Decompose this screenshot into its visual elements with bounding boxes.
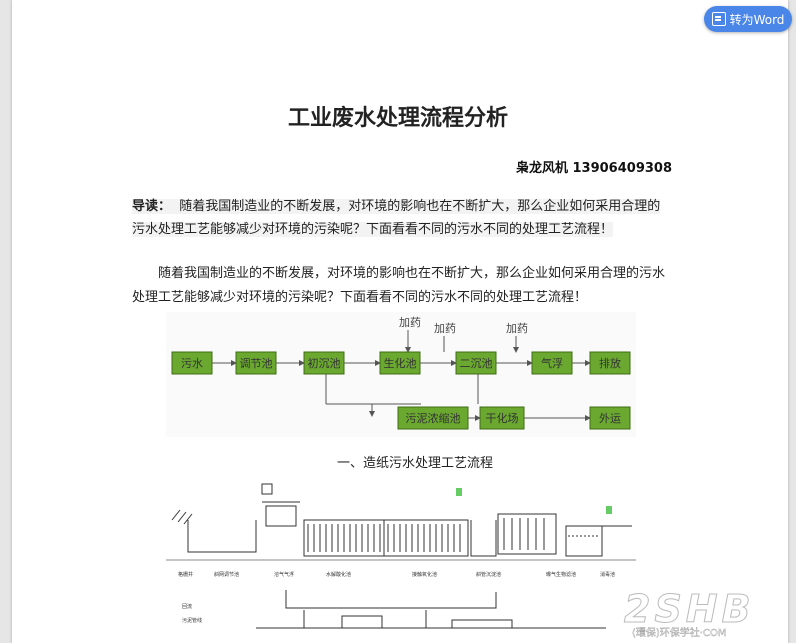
body-paragraph: 随着我国制造业的不断发展，对环境的影响也在不断扩大，那么企业如何采用合理的污水处… xyxy=(132,266,666,305)
additive-group-3: 加药 xyxy=(506,322,528,353)
flow-step-label: 气浮 xyxy=(541,356,563,370)
additive-group-2: 加药 xyxy=(434,322,456,352)
diagram-label: 曝气生物滤池 xyxy=(546,571,576,578)
additive-label: 加药 xyxy=(506,322,528,335)
flow-step-label: 生化池 xyxy=(384,356,417,370)
sludge-step-box xyxy=(589,406,631,430)
watermark-logo: 2SHB xyxy=(624,587,755,631)
convert-to-word-label: 转为Word xyxy=(729,12,785,27)
convert-to-word-button[interactable]: 转为Word xyxy=(704,6,792,32)
flow-step-label: 污水 xyxy=(181,357,203,370)
additive-label: 加药 xyxy=(399,316,421,329)
flow-step-label: 二沉池 xyxy=(460,357,493,370)
flow-step-label: 调节池 xyxy=(240,357,273,370)
flow-step-label: 排放 xyxy=(599,356,621,370)
flow-step-label: 初沉池 xyxy=(308,356,341,370)
figure1-caption: 一、造纸污水处理工艺流程 xyxy=(336,456,493,471)
diagram-label: 溶气气浮 xyxy=(274,571,294,578)
diagram-label: 接触氧化池 xyxy=(412,571,437,578)
sludge-step-label: 干化场 xyxy=(486,411,519,425)
diagram-label: 水解酸化池 xyxy=(326,571,351,578)
sludge-step-label: 外运 xyxy=(599,412,621,425)
intro-text: 随着我国制造业的不断发展，对环境的影响也在不断扩大，那么企业如何采用合理的污水处… xyxy=(132,199,661,237)
additive-group-1: 加药 xyxy=(399,316,421,353)
diagram-label: 回流 xyxy=(182,603,192,610)
papermaking-process-diagram: 格栅井 斜网调节池 溶气气浮 水解酸化池 接触氧化池 斜管沉淀池 曝气生物滤池 消毒池回流污泥… xyxy=(166,483,636,629)
flow-step-box xyxy=(589,351,631,375)
diagram-label: 消毒池 xyxy=(600,571,615,578)
diagram-label: 斜网调节池 xyxy=(214,571,239,578)
sludge-step-label: 污泥浓缩池 xyxy=(406,412,461,425)
diagram-label: 斜管沉淀池 xyxy=(476,571,501,578)
wastewater-flowchart: 加药 加药 加药 污水 调节池 初沉池 生化池 二沉池 气浮 排放 污泥浓缩池 干化场 外运 xyxy=(166,312,636,437)
site-watermark: 2SHB (環保)环保学社·COM xyxy=(624,587,755,640)
diagram-label: 污泥管线 xyxy=(182,617,202,624)
watermark-subtext: (環保)环保学社·COM xyxy=(632,626,726,639)
additive-label: 加药 xyxy=(434,322,456,335)
intro-label: 导读： xyxy=(132,199,172,214)
diagram-label: 格栅井 xyxy=(178,571,193,578)
word-doc-icon xyxy=(711,12,726,26)
intro-block: 导读： 随着我国制造业的不断发展，对环境的影响也在不断扩大，那么企业如何采用合理… xyxy=(132,195,672,241)
author-line: 枭龙风机 13906409308 xyxy=(515,161,672,176)
document-title: 工业废水处理流程分析 xyxy=(287,106,508,131)
